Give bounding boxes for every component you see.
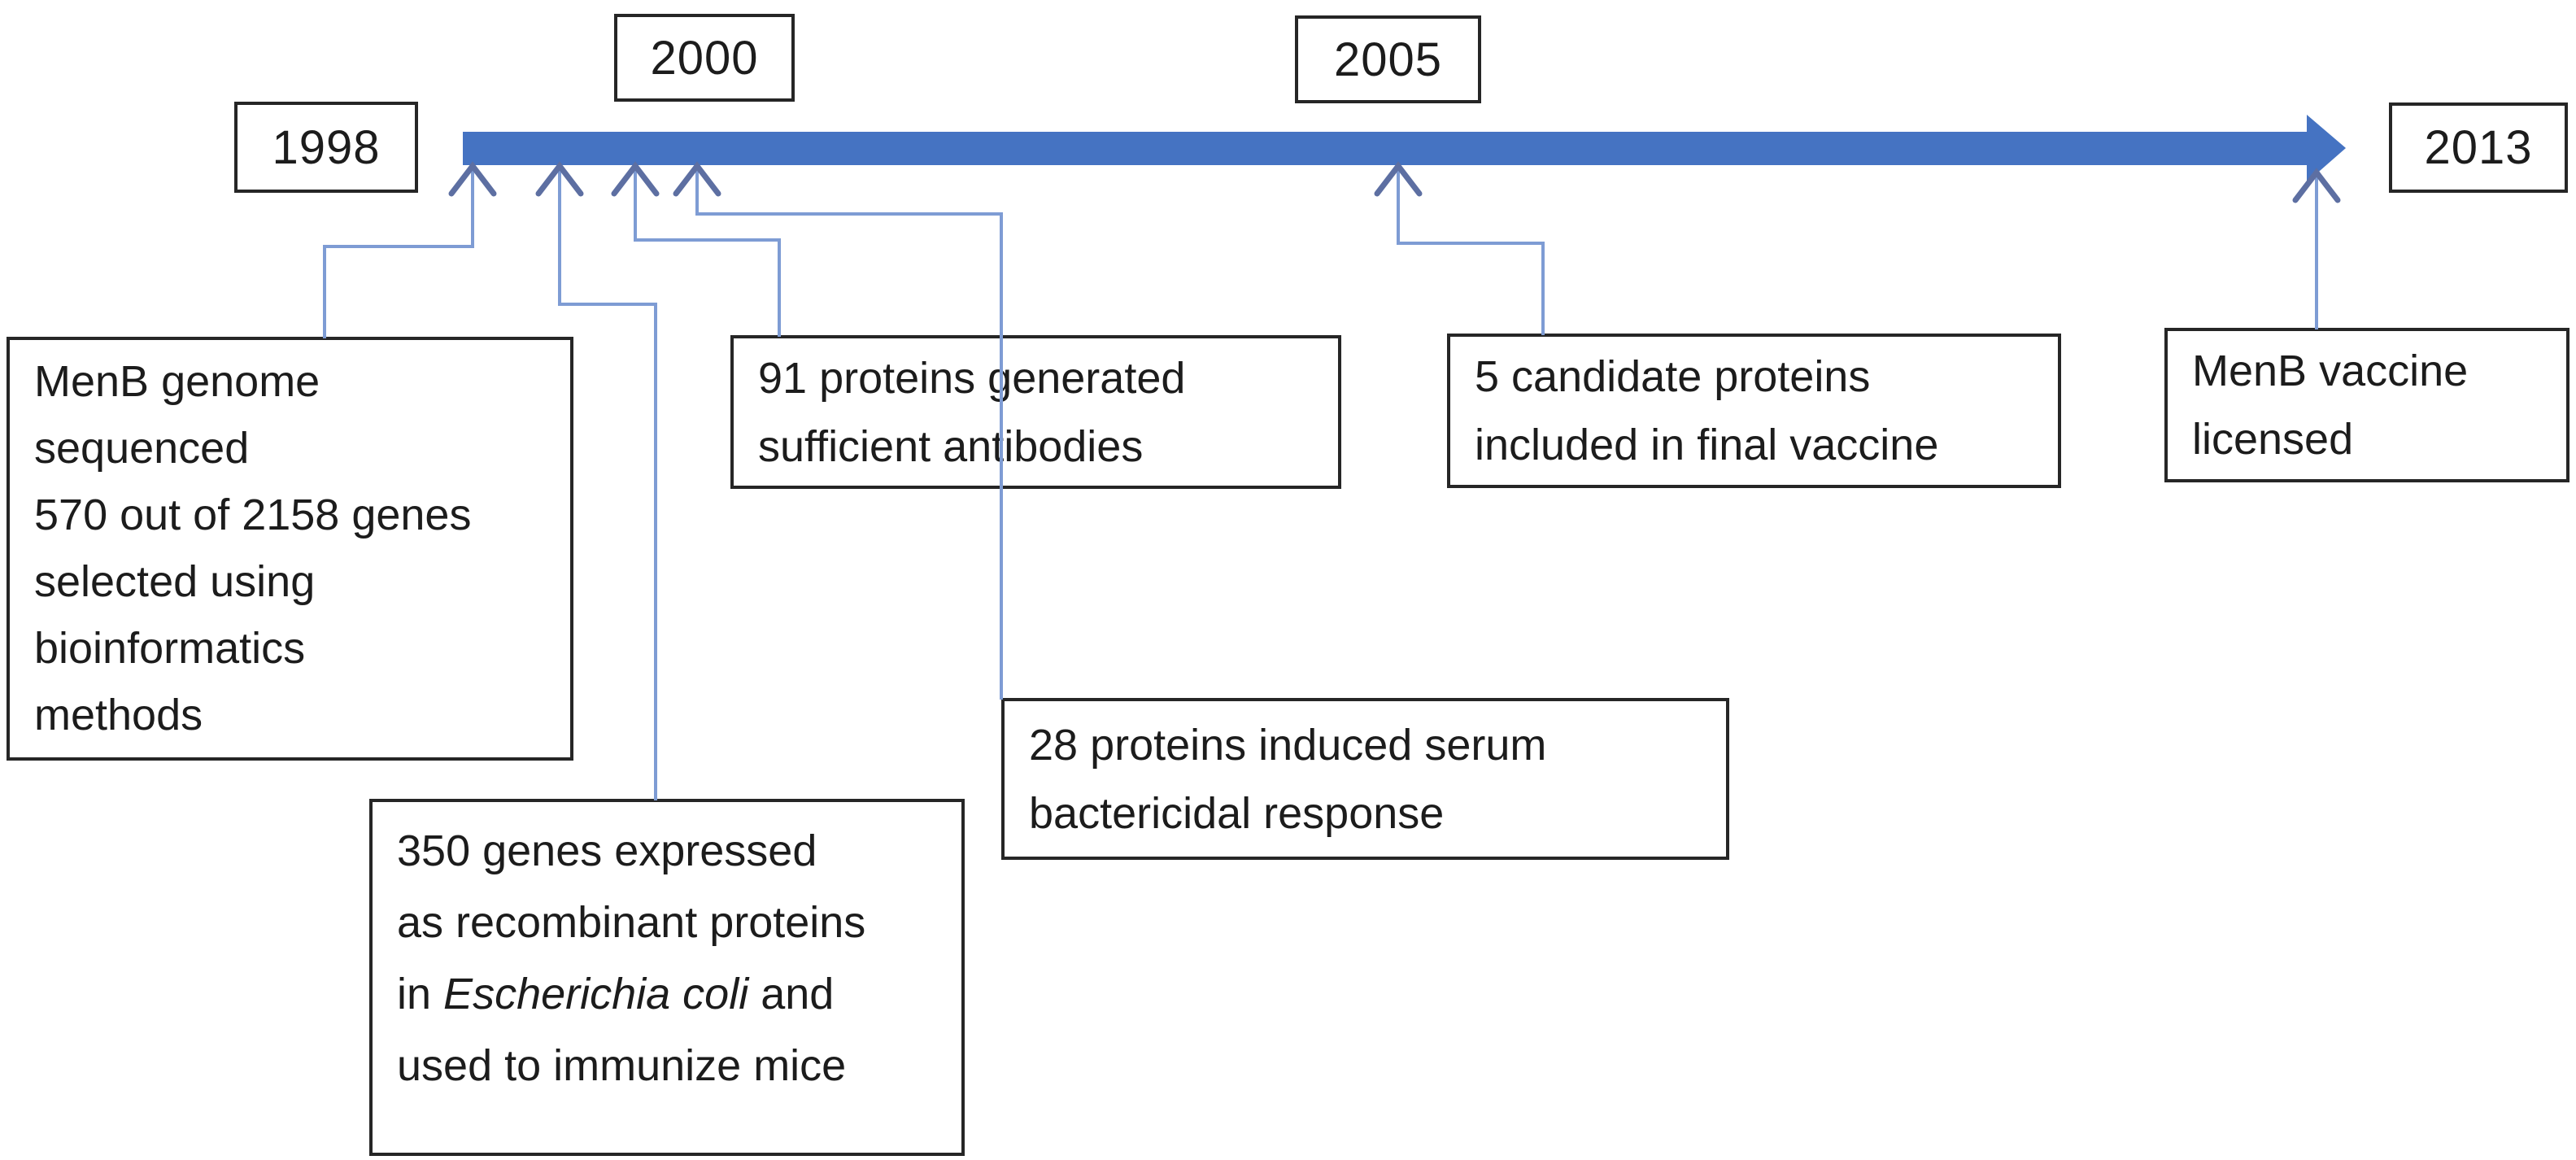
- italic-line-suffix: and: [748, 970, 835, 1018]
- up-arrowhead-icon: [611, 161, 660, 197]
- timeline-bar: [463, 132, 2307, 165]
- year-box-2000: 2000: [614, 14, 795, 102]
- italic-line-prefix: in: [397, 970, 444, 1018]
- event-box-candidate-proteins: 5 candidate proteins included in final v…: [1447, 334, 2061, 488]
- up-arrowhead-icon: [673, 161, 721, 197]
- event-text-line: methods: [34, 691, 203, 739]
- event-text-line: 91 proteins generated: [758, 353, 1186, 403]
- year-label: 2005: [1333, 33, 1443, 86]
- year-box-2005: 2005: [1295, 15, 1481, 103]
- event-text-line: MenB vaccine: [2192, 347, 2469, 395]
- event-box-vaccine-licensed: MenB vaccine licensed: [2164, 328, 2569, 482]
- connector-candidate-proteins: [1397, 168, 1545, 335]
- event-text-line: sufficient antibodies: [758, 421, 1144, 471]
- event-text-line: selected using: [34, 557, 316, 606]
- year-label: 2013: [2424, 121, 2533, 174]
- ecoli-italic-text: Escherichia coli: [443, 970, 749, 1018]
- event-box-genes-expressed: 350 genes expressed as recombinant prote…: [369, 799, 965, 1156]
- up-arrowhead-icon: [1374, 161, 1423, 197]
- event-text-line: 28 proteins induced serum: [1029, 720, 1547, 770]
- event-text-line: 350 genes expressed: [397, 826, 817, 875]
- event-box-bactericidal: 28 proteins induced serum bactericidal r…: [1001, 698, 1729, 860]
- year-label: 1998: [272, 120, 381, 174]
- event-text-line: bactericidal response: [1029, 788, 1445, 838]
- event-text-line-italic-ecoli: in Escherichia coli and: [397, 958, 947, 1030]
- up-arrowheads: [448, 161, 2341, 203]
- year-label: 2000: [650, 31, 759, 85]
- event-text-line: as recombinant proteins: [397, 898, 866, 947]
- year-box-2013: 2013: [2389, 102, 2568, 193]
- up-arrowhead-icon: [448, 161, 497, 197]
- event-box-proteins-antibodies: 91 proteins generated sufficient antibod…: [730, 335, 1341, 489]
- event-box-menb-genome: MenB genome sequenced 570 out of 2158 ge…: [7, 337, 573, 761]
- timeline-arrowhead-right-icon: [2307, 115, 2346, 182]
- event-text-line: used to immunize mice: [397, 1041, 847, 1090]
- year-box-1998: 1998: [234, 102, 418, 193]
- connector-menb-genome: [323, 168, 474, 338]
- event-text-line: included in final vaccine: [1475, 421, 1939, 469]
- timeline-block-arrow: [463, 115, 2346, 182]
- connector-genes-expressed: [558, 168, 657, 800]
- up-arrowhead-icon: [2292, 168, 2341, 203]
- event-text-line: 570 out of 2158 genes: [34, 491, 472, 539]
- event-text-line: licensed: [2192, 415, 2354, 464]
- event-text-line: bioinformatics: [34, 624, 306, 673]
- event-text-line: 5 candidate proteins: [1475, 352, 1871, 401]
- connector-proteins-antibodies: [634, 168, 781, 337]
- event-text-line: sequenced: [34, 424, 250, 473]
- up-arrowhead-icon: [535, 161, 584, 197]
- event-text-line: MenB genome: [34, 357, 320, 406]
